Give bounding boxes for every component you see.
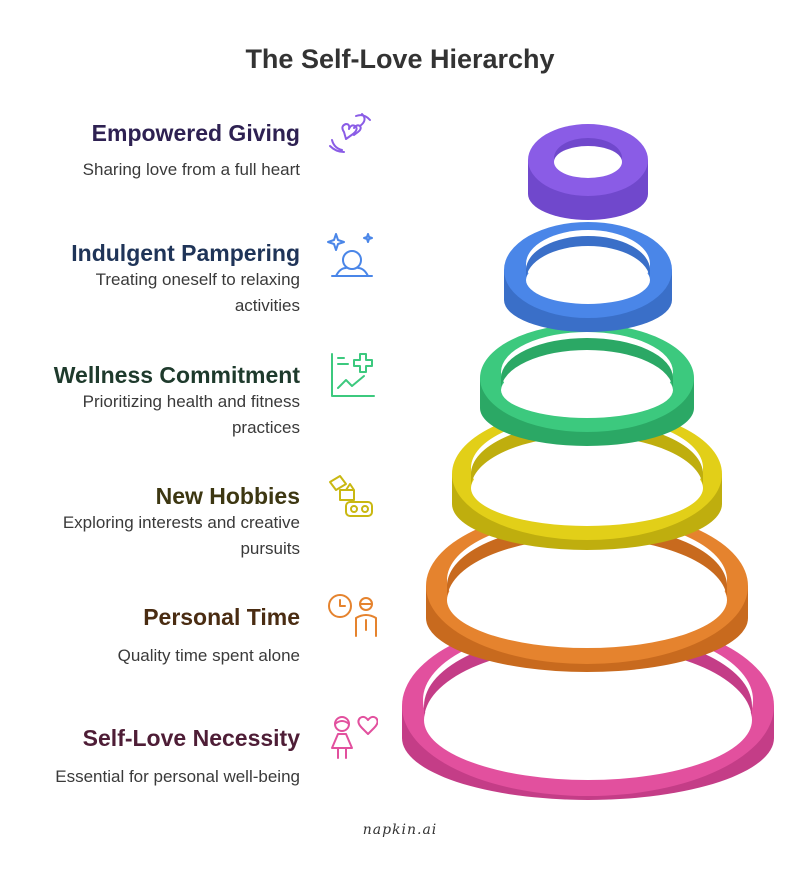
- clock-person-icon: [326, 590, 378, 642]
- health-chart-icon: [326, 350, 378, 402]
- level-description: Exploring interests and creative pursuit…: [20, 510, 300, 562]
- level-title: Self-Love Necessity: [0, 725, 300, 752]
- level-description: Essential for personal well-being: [0, 764, 300, 790]
- ring-wellness-commitment: [480, 324, 694, 446]
- gift-vr-icon: [326, 472, 378, 524]
- meditation-sparkle-icon: [326, 230, 378, 282]
- ring-indulgent-pampering: [504, 222, 672, 332]
- level-description: Treating oneself to relaxing activities: [40, 267, 300, 319]
- level-title: New Hobbies: [0, 483, 300, 510]
- level-title: Indulgent Pampering: [0, 240, 300, 267]
- brand-footer: napkin.ai: [0, 822, 800, 838]
- level-title: Personal Time: [0, 604, 300, 631]
- level-description: Prioritizing health and fitness practice…: [30, 389, 300, 441]
- level-wellness-commitment: Wellness Commitment Prioritizing health …: [0, 362, 300, 441]
- page-title: The Self-Love Hierarchy: [0, 44, 800, 75]
- level-title: Wellness Commitment: [0, 362, 300, 389]
- level-title: Empowered Giving: [0, 120, 300, 147]
- level-new-hobbies: New Hobbies Exploring interests and crea…: [0, 483, 300, 562]
- level-empowered-giving: Empowered Giving Sharing love from a ful…: [0, 120, 300, 183]
- level-personal-time: Personal Time Quality time spent alone: [0, 604, 300, 669]
- ring-stack: [380, 100, 790, 810]
- level-description: Quality time spent alone: [0, 643, 300, 669]
- level-self-love-necessity: Self-Love Necessity Essential for person…: [0, 725, 300, 790]
- level-description: Sharing love from a full heart: [0, 157, 300, 183]
- hands-heart-icon: [326, 110, 378, 162]
- ring-empowered-giving: [528, 124, 648, 220]
- level-indulgent-pampering: Indulgent Pampering Treating oneself to …: [0, 240, 300, 319]
- person-heart-icon: [326, 710, 378, 762]
